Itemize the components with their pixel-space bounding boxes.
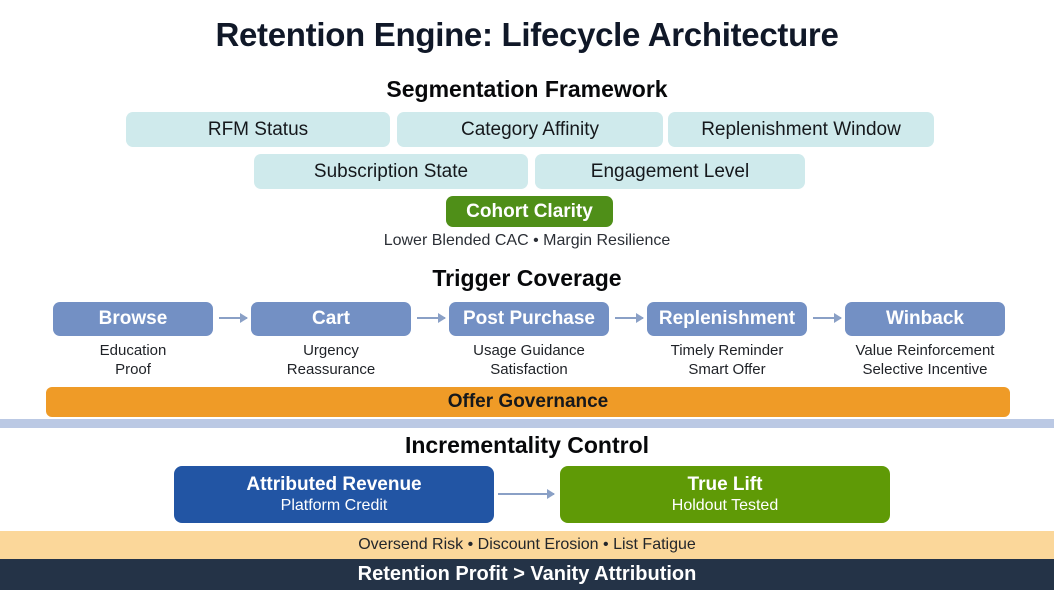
stage-box-winback[interactable]: Winback bbox=[845, 302, 1005, 336]
trigger-coverage-heading: Trigger Coverage bbox=[432, 265, 622, 291]
true-lift-subtitle: Holdout Tested bbox=[671, 497, 779, 514]
stage-box-post-purchase[interactable]: Post Purchase bbox=[449, 302, 609, 336]
incrementality-arrow bbox=[498, 489, 555, 499]
stage-caption-post-purchase: Usage Guidance Satisfaction bbox=[429, 341, 629, 379]
stage-caption-replenishment-line1: Timely Reminder bbox=[670, 342, 784, 359]
stage-caption-browse: Education Proof bbox=[33, 341, 233, 379]
attributed-revenue-subtitle: Platform Credit bbox=[280, 497, 388, 514]
stage-caption-post-purchase-line2: Satisfaction bbox=[490, 361, 568, 378]
incrementality-box-true-lift[interactable]: True Lift Holdout Tested bbox=[560, 466, 890, 523]
stage-arrow-post-purchase-to-replenishment bbox=[615, 313, 644, 323]
stage-arrow-cart-to-post-purchase bbox=[417, 313, 446, 323]
cohort-clarity-subtitle: Lower Blended CAC • Margin Resilience bbox=[383, 232, 671, 249]
stage-caption-winback-line1: Value Reinforcement bbox=[855, 342, 995, 359]
attributed-revenue-title: Attributed Revenue bbox=[246, 474, 422, 495]
segment-pill-engagement-level[interactable]: Engagement Level bbox=[535, 154, 805, 189]
segment-pill-subscription-state[interactable]: Subscription State bbox=[254, 154, 528, 189]
page-title: Retention Engine: Lifecycle Architecture bbox=[215, 16, 839, 53]
risk-bar: Oversend Risk • Discount Erosion • List … bbox=[0, 531, 1054, 559]
stage-caption-winback-line2: Selective Incentive bbox=[862, 361, 988, 378]
stage-caption-post-purchase-line1: Usage Guidance bbox=[473, 342, 585, 359]
stage-box-replenishment[interactable]: Replenishment bbox=[647, 302, 807, 336]
stage-arrow-replenishment-to-winback bbox=[813, 313, 842, 323]
segmentation-heading: Segmentation Framework bbox=[386, 76, 668, 102]
cohort-clarity-badge: Cohort Clarity bbox=[446, 196, 613, 227]
segment-pill-rfm-status[interactable]: RFM Status bbox=[126, 112, 390, 147]
incrementality-box-attributed-revenue[interactable]: Attributed Revenue Platform Credit bbox=[174, 466, 494, 523]
segment-pill-category-affinity[interactable]: Category Affinity bbox=[397, 112, 663, 147]
stage-caption-cart: Urgency Reassurance bbox=[231, 341, 431, 379]
stage-caption-cart-line2: Reassurance bbox=[286, 361, 376, 378]
incrementality-control-heading: Incrementality Control bbox=[404, 432, 650, 458]
stage-caption-browse-line1: Education bbox=[99, 342, 167, 359]
segment-pill-replenishment-window[interactable]: Replenishment Window bbox=[668, 112, 934, 147]
stage-caption-browse-line2: Proof bbox=[115, 361, 151, 378]
stage-box-cart[interactable]: Cart bbox=[251, 302, 411, 336]
stage-caption-replenishment-line2: Smart Offer bbox=[688, 361, 766, 378]
stage-caption-cart-line1: Urgency bbox=[303, 342, 359, 359]
stage-caption-winback: Value Reinforcement Selective Incentive bbox=[825, 341, 1025, 379]
section-divider bbox=[0, 419, 1054, 428]
offer-governance-bar[interactable]: Offer Governance bbox=[46, 387, 1010, 417]
stage-arrow-browse-to-cart bbox=[219, 313, 248, 323]
stage-caption-replenishment: Timely Reminder Smart Offer bbox=[627, 341, 827, 379]
true-lift-title: True Lift bbox=[687, 474, 763, 495]
takeaway-bar: Retention Profit > Vanity Attribution bbox=[0, 559, 1054, 590]
stage-box-browse[interactable]: Browse bbox=[53, 302, 213, 336]
